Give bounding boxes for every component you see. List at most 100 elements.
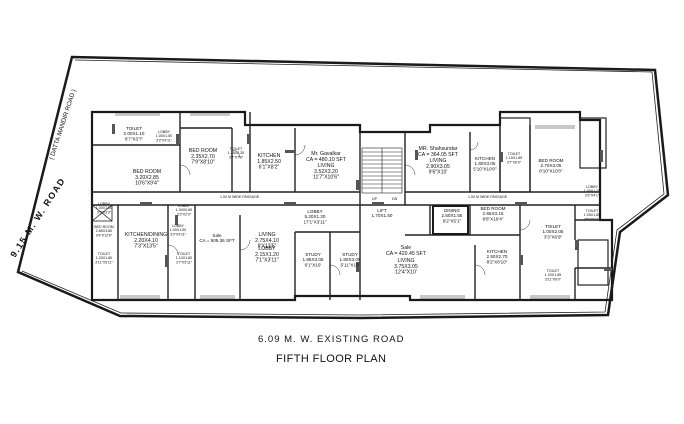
room-dim: 2.00X1.10 (124, 131, 145, 136)
room-dim: 2.20X4.10 (134, 238, 158, 244)
room-imp: 3'5"X5'11" (584, 217, 601, 221)
room-name: STUDY (342, 252, 358, 257)
room-name: STUDY (305, 252, 321, 257)
bottom-road-label: 6.09 M. W. EXISTING ROAD (258, 334, 404, 345)
room-imp: 6'1"X8'2" (259, 165, 280, 171)
room-name: TOILET (178, 252, 191, 256)
room-imp: 9'8"X10'4" (483, 216, 504, 221)
room-dim: 2.50X1.55 (442, 213, 463, 218)
lift-shaft (432, 205, 469, 235)
room-name: KITCHEN (475, 156, 495, 161)
room-imp: 11'7"X10'6" (313, 175, 339, 181)
room-dim: 2.85X3.80 (96, 229, 112, 233)
room-dim: 1.00X0.85 (176, 208, 192, 212)
room-imp: 6'7"X3'7" (125, 136, 144, 141)
room-imp: 6'1"X10' (305, 262, 322, 267)
room-imp: 7'1"X3'11" (255, 258, 278, 264)
room-dim: 1.80X3.05 (475, 161, 496, 166)
room-name: LOBBY (307, 209, 322, 214)
room-imp: 3'3"X4'11" (156, 138, 173, 142)
room-dim: 1.70X1.50 (372, 213, 393, 218)
room-name: BED ROOM (480, 206, 505, 211)
room-name: LIVING (397, 258, 414, 264)
room-name: TOILET (586, 209, 599, 213)
passage-right-label: 1.00 M WIDE PASSAGE (468, 195, 508, 199)
room-name: LOBBY (178, 204, 191, 208)
room-imp: 3'3"X4'1" (585, 193, 600, 197)
room-imp: 10'6"X9'4" (135, 181, 159, 187)
room-name: TOILET (545, 224, 561, 229)
room-name: LIFT (377, 208, 387, 213)
room-dim: 1.00X1.00 (96, 206, 112, 210)
room-imp: 7'9"X8'10" (191, 160, 215, 166)
room-dim: 5.20X1.20 (305, 214, 326, 219)
left-niche (91, 204, 113, 222)
structural-columns (112, 124, 612, 272)
room-name: KITCHEN/DINING (125, 232, 167, 238)
room-imp: 3'7"X7'9" (229, 155, 244, 159)
room-dim: 2.70X3.05 (541, 163, 562, 168)
room-name: LOBBY (258, 246, 276, 252)
room-dim: 1.00X1.50 (170, 228, 186, 232)
room-name: Mr. Gavalkar (311, 151, 341, 157)
room-name: LOBBY (158, 130, 171, 134)
room-imp: 12'4"X10' (395, 270, 417, 276)
room-dim: CA = 364.05 SFT (418, 152, 459, 158)
room-name: Sale (401, 245, 411, 251)
room-dim: 1.85X2.50 (257, 159, 281, 165)
room-name: DINING (444, 208, 461, 213)
room-dim: 1.85X3.05 (303, 257, 324, 262)
room-dim: 1.00X2.05 (543, 229, 564, 234)
room-dim: 1.20X1.85 (545, 273, 561, 277)
room-name: KITCHEN (258, 153, 281, 159)
room-name: LIVING (317, 163, 334, 169)
stair-dn-label: DN (392, 197, 398, 201)
room-dim: 2.95X3.15 (483, 211, 504, 216)
room-imp: 17'1"X3'11" (303, 219, 326, 224)
room-name: LOBBY (172, 224, 185, 228)
room-dim: 2.35X2.70 (191, 154, 215, 160)
windows (115, 112, 575, 299)
room-dim: 2.90X3.05 (426, 164, 450, 170)
room-dim: 2.50X2.70 (487, 254, 508, 259)
room-imp: 3'3"X4'11" (170, 232, 187, 236)
room-name: Sale (212, 233, 222, 238)
room-name: MR. Shahsundar (419, 146, 458, 152)
room-imp: 7'3"X13'5" (134, 244, 158, 250)
room-imp: 8'2"X8'10" (487, 259, 508, 264)
plan-title: FIFTH FLOOR PLAN (276, 353, 386, 365)
room-name: TOILET (98, 252, 111, 256)
room-dim: 1.00X1.25 (584, 189, 600, 193)
room-name: TOILET (508, 152, 521, 156)
room-imp: 3'11"X5'11" (95, 260, 114, 264)
room-dim: CA = 480.10 SFT (306, 157, 347, 163)
right-bay-bottom (577, 239, 609, 286)
room-name: TOILET (230, 147, 243, 151)
room-labels: TOILET2.00X1.106'7"X3'7"LOBBY1.00X1.503'… (94, 126, 601, 281)
room-imp: 8'10"X10'0" (539, 168, 563, 173)
room-imp: 9'X13'5" (258, 244, 277, 250)
room-name: BED ROOM (189, 148, 217, 154)
room-dim: 1.80X3.05 (340, 257, 361, 262)
room-dim: 3.52X3.20 (314, 169, 338, 175)
room-dim: CA = 505.36 SFT (199, 238, 235, 243)
room-imp: 5'10"X10'0" (473, 166, 497, 171)
